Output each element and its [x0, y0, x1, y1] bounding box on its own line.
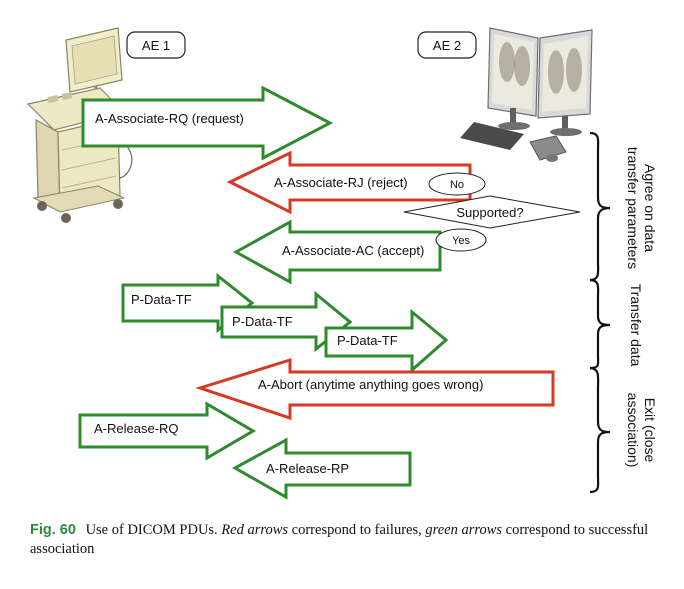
yes-label: Yes	[452, 235, 470, 247]
data-tf-label-2: P-Data-TF	[232, 314, 293, 329]
caption-green-arrows: green arrows	[425, 522, 503, 538]
ae2-label: AE 2	[433, 38, 461, 53]
caption-red-arrows: Red arrows	[221, 522, 289, 538]
release-rp-label: A-Release-RP	[266, 461, 349, 476]
release-rp-arrow	[231, 437, 412, 500]
phase-agree-line1: Agree on data	[642, 164, 658, 252]
phase-agree-line2: transfer parameters	[625, 147, 641, 269]
no-label: No	[450, 179, 464, 191]
release-rq-label: A-Release-RQ	[94, 421, 179, 436]
brace-transfer	[589, 278, 611, 370]
associate-ac-label: A-Associate-AC (accept)	[282, 243, 424, 258]
supported-diamond	[403, 195, 581, 229]
figure-number: Fig. 60	[30, 522, 76, 538]
associate-ac-arrow	[232, 219, 442, 285]
yes-bubble	[435, 228, 487, 252]
figure-caption: Fig. 60 Use of DICOM PDUs. Red arrows co…	[30, 521, 660, 559]
abort-label: A-Abort (anytime anything goes wrong)	[258, 377, 483, 392]
phase-exit-line1: Exit (close	[642, 398, 658, 463]
associate-rj-arrow	[226, 150, 472, 215]
data-tf-arrow-3	[324, 308, 449, 374]
brace-agree	[589, 131, 611, 282]
no-bubble	[428, 172, 486, 196]
associate-rq-arrow	[81, 85, 334, 161]
ae1-label: AE 1	[142, 38, 170, 53]
ae2-box	[417, 31, 477, 59]
ae1-box	[126, 31, 186, 59]
abort-arrow	[195, 357, 555, 421]
phase-transfer: Transfer data	[628, 284, 644, 367]
workstation-icon	[460, 27, 593, 162]
brace-exit	[589, 366, 611, 494]
data-tf-label-1: P-Data-TF	[131, 292, 192, 307]
modality-device-icon	[26, 27, 133, 223]
phase-exit-line2: association)	[625, 393, 641, 468]
supported-label: Supported?	[456, 205, 523, 220]
data-tf-label-3: P-Data-TF	[337, 333, 398, 348]
caption-text-1: Use of DICOM PDUs.	[85, 522, 218, 538]
release-rq-arrow	[78, 401, 256, 461]
caption-text-2: correspond to failures,	[291, 522, 422, 538]
caption-text-3: correspond to successful association	[30, 522, 649, 557]
associate-rj-label: A-Associate-RJ (reject)	[274, 175, 408, 190]
associate-rq-label: A-Associate-RQ (request)	[95, 111, 244, 126]
